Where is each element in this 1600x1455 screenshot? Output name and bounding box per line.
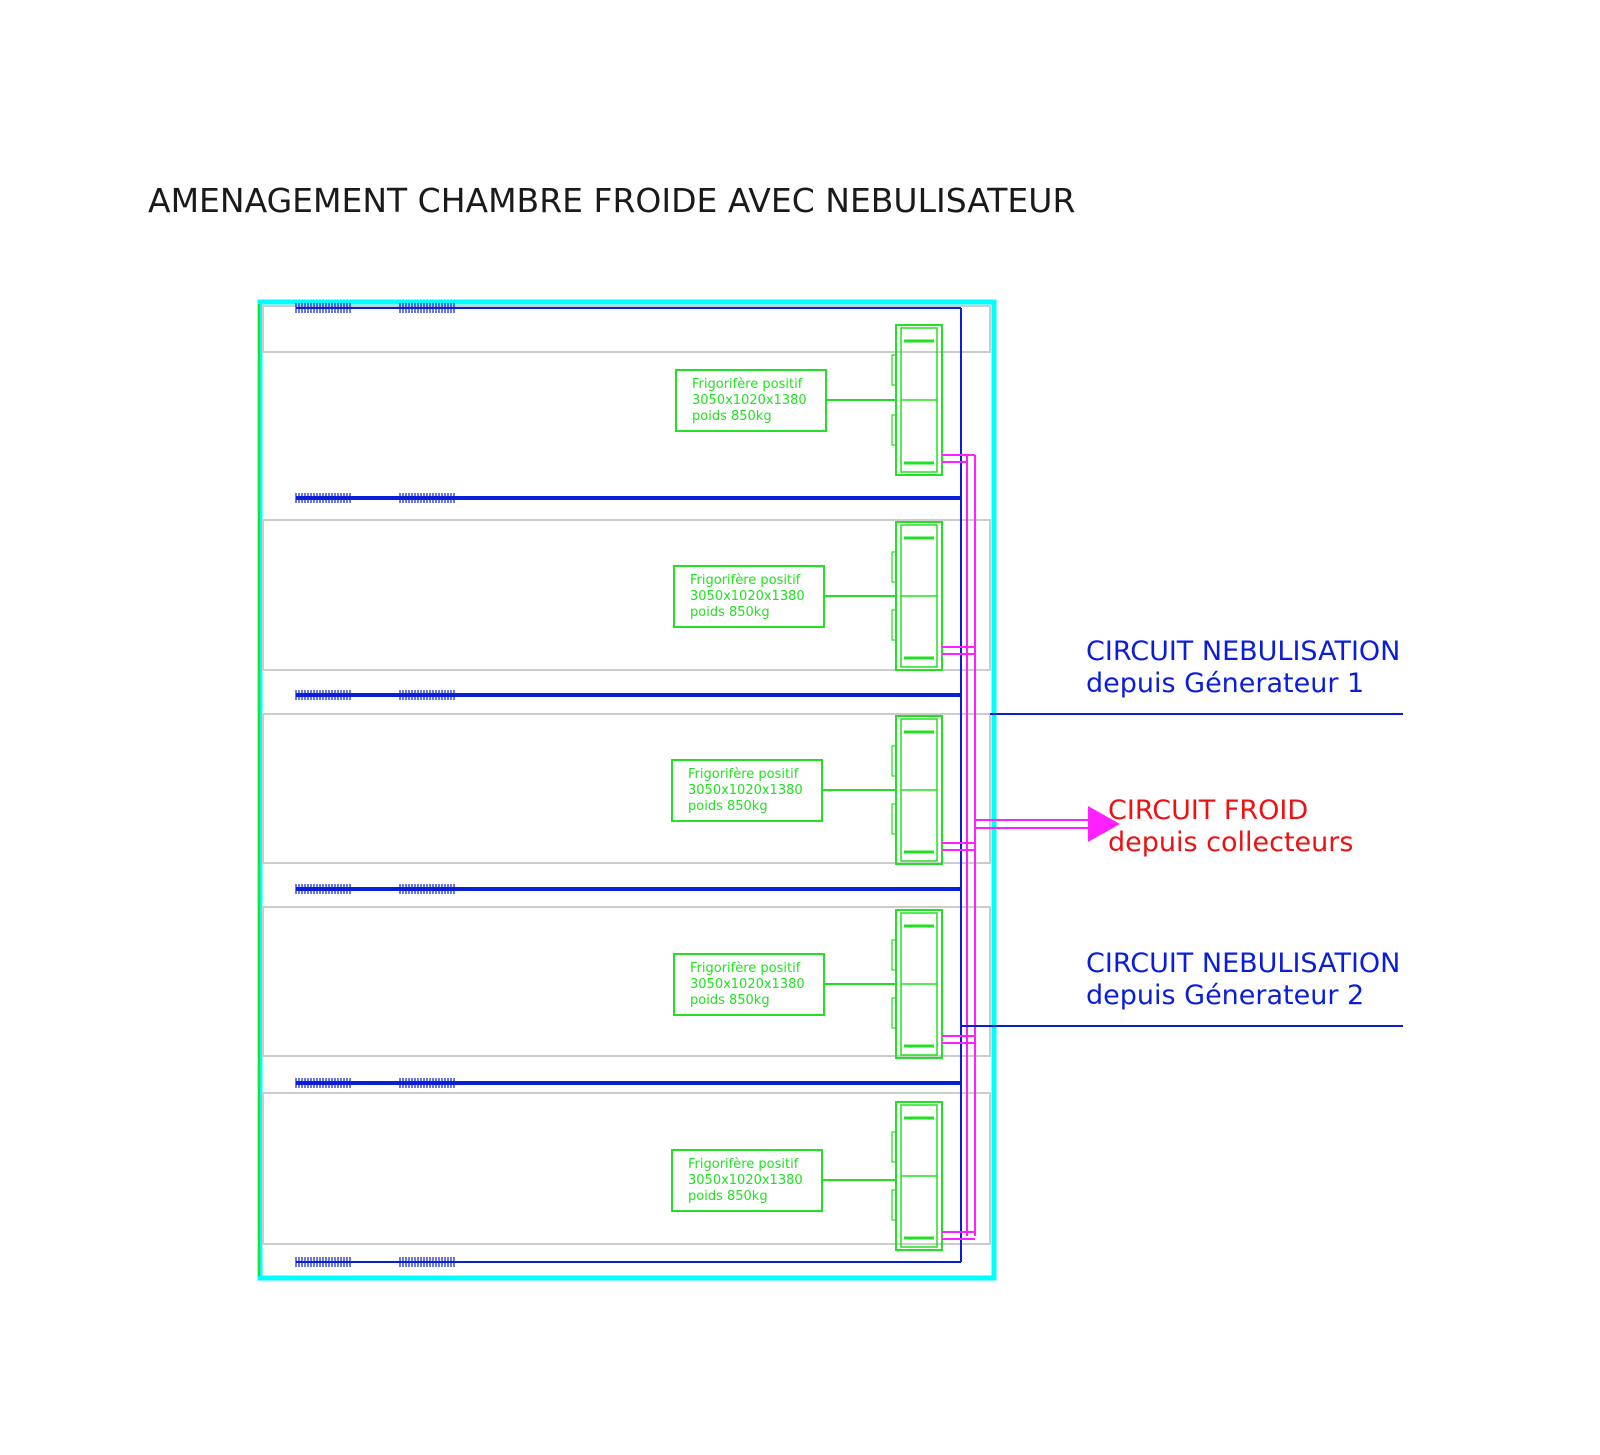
unit-label-line2: 3050x1020x1380 — [690, 977, 805, 992]
unit-side-tab — [891, 551, 897, 583]
neb1-label-line1: CIRCUIT NEBULISATION — [1086, 636, 1400, 667]
unit-side-tab — [891, 609, 897, 641]
unit-side-tab — [891, 354, 897, 386]
unit-side-tab — [891, 1189, 897, 1221]
neb2-label-line1: CIRCUIT NEBULISATION — [1086, 948, 1400, 979]
nebulisation-nozzle-group — [295, 884, 351, 894]
unit-label-line3: poids 850kg — [692, 409, 772, 424]
nebulisation-nozzle-group — [399, 690, 455, 700]
nebulisation-nozzle-group — [399, 884, 455, 894]
nebulisation-nozzle-group — [295, 493, 351, 503]
nebulisation-nozzle-group — [399, 493, 455, 503]
unit-side-tab — [891, 939, 897, 971]
unit-side-tab — [891, 803, 897, 835]
unit-label-line1: Frigorifère positif — [690, 961, 801, 976]
unit-label-line3: poids 850kg — [690, 993, 770, 1008]
unit-label-line3: poids 850kg — [688, 1189, 768, 1204]
unit-label-box — [671, 759, 823, 822]
unit-label-line2: 3050x1020x1380 — [688, 1173, 803, 1188]
drawing-title: AMENAGEMENT CHAMBRE FROIDE AVEC NEBULISA… — [148, 181, 1075, 220]
unit-label-line1: Frigorifère positif — [690, 573, 801, 588]
storage-bay — [262, 1092, 991, 1245]
unit-side-tab — [891, 997, 897, 1029]
nebulisation-lines — [295, 303, 962, 1267]
nebulisation-nozzle-group — [295, 303, 351, 313]
neb1-label-line2: depuis Génerateur 1 — [1086, 668, 1364, 699]
storage-bay — [262, 519, 991, 671]
unit-label-line3: poids 850kg — [690, 605, 770, 620]
unit-side-tab — [891, 414, 897, 446]
unit-label-line2: 3050x1020x1380 — [692, 393, 807, 408]
unit-label-line2: 3050x1020x1380 — [690, 589, 805, 604]
unit-label-line3: poids 850kg — [688, 799, 768, 814]
nebulisation-nozzle-group — [295, 1078, 351, 1088]
unit-label-box — [675, 369, 827, 432]
unit-label-box — [673, 565, 825, 628]
storage-bays — [262, 305, 991, 1245]
unit-label-line1: Frigorifère positif — [688, 1157, 799, 1172]
storage-bay — [262, 713, 991, 864]
unit-label-line1: Frigorifère positif — [688, 767, 799, 782]
storage-bay — [262, 305, 991, 353]
nebulisation-nozzle-group — [295, 1257, 351, 1267]
froid-label-line2: depuis collecteurs — [1108, 827, 1353, 858]
unit-side-tab — [891, 1131, 897, 1163]
nebulisation-nozzle-group — [399, 303, 455, 313]
unit-label-line1: Frigorifère positif — [692, 377, 803, 392]
unit-label-box — [671, 1149, 823, 1212]
refrigeration-circuit — [942, 454, 1120, 1240]
froid-outlet-arrow — [1088, 806, 1120, 842]
unit-side-tab — [891, 745, 897, 777]
nebulisation-nozzle-group — [399, 1078, 455, 1088]
nebulisation-nozzle-group — [295, 690, 351, 700]
unit-label-box — [673, 953, 825, 1016]
froid-label-line1: CIRCUIT FROID — [1108, 795, 1308, 826]
unit-body — [895, 1101, 943, 1251]
storage-bay — [262, 906, 991, 1057]
unit-label-line2: 3050x1020x1380 — [688, 783, 803, 798]
nebulisation-nozzle-group — [399, 1257, 455, 1267]
neb2-label-line2: depuis Génerateur 2 — [1086, 980, 1364, 1011]
